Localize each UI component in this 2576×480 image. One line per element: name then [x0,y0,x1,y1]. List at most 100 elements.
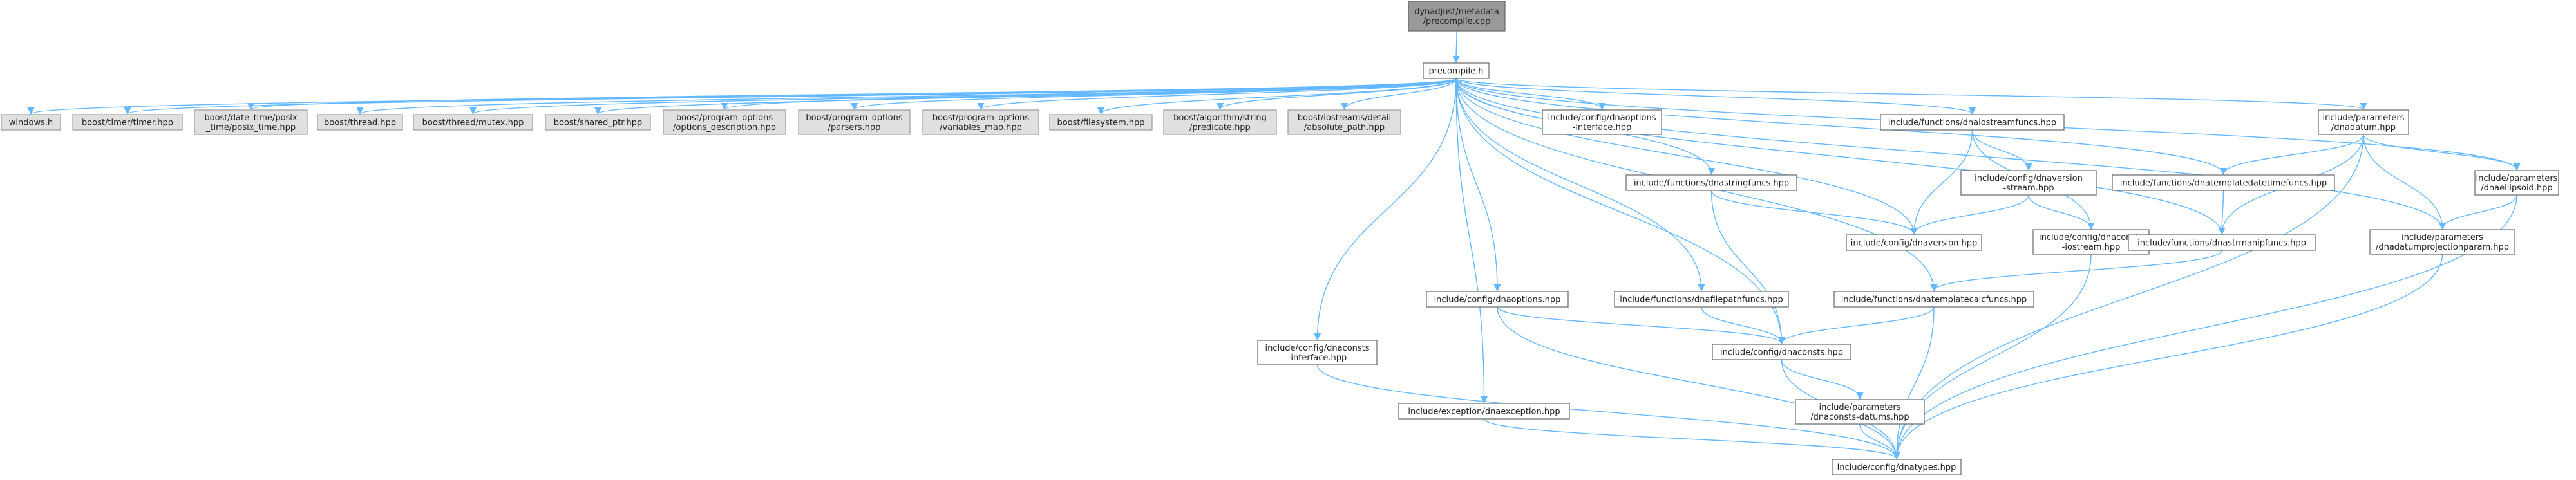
node-cdat[interactable]: include/parameters/dnaconsts-datums.hpp [1795,399,1925,425]
node-label-proj-1: /dnadatumprojectionparam.hpp [2376,243,2509,252]
node-ver[interactable]: include/config/dnaversion.hpp [1846,234,1982,251]
edge-pch-to-po_vm [977,78,1457,111]
node-label-po_vm-1: /variables_map.hpp [940,123,1022,133]
node-box-mutex[interactable] [413,114,533,131]
node-posix[interactable]: boost/date_time/posix_time/posix_time.hp… [194,109,308,135]
node-iostr[interactable]: include/functions/dnaiostreamfuncs.hpp [1880,114,2065,131]
node-po_desc[interactable]: boost/program_options/options_descriptio… [663,109,786,135]
edge-opts-to-types [1497,306,1900,460]
node-box-sptr[interactable] [545,114,651,131]
node-types[interactable]: include/config/dnatypes.hpp [1832,459,1962,475]
node-box-optif[interactable] [1542,109,1662,135]
edge-pch-to-po_pars [851,78,1457,111]
node-label-datum-0: include/parameters [2323,113,2405,123]
node-label-po_pars-1: /parsers.hpp [828,123,881,133]
node-proj[interactable]: include/parameters/dnadatumprojectionpar… [2369,229,2515,255]
node-box-iostr[interactable] [1880,114,2065,131]
edge-strman-to-tcalc [1930,250,2222,292]
node-po_pars[interactable]: boost/program_options/parsers.hpp [798,109,911,135]
node-box-root[interactable] [1408,1,1506,32]
edge-pch-to-proj [1455,78,2446,230]
node-fpath[interactable]: include/functions/dnafilepathfuncs.hpp [1614,291,1789,308]
edge-pch-to-iostr [1455,78,1976,115]
node-label-po_desc-0: boost/program_options [676,113,773,123]
node-box-strman[interactable] [2128,234,2316,251]
node-label-fs-0: boost/filesystem.hpp [1057,118,1144,128]
edge-pch-to-ios [1340,78,1457,111]
node-box-cdat[interactable] [1795,399,1925,425]
node-box-po_desc[interactable] [663,109,786,135]
node-box-fpath[interactable] [1614,291,1789,308]
node-box-types[interactable] [1832,459,1962,475]
edge-iostr-to-verstr [1971,129,2032,171]
node-label-consif-1: -interface.hpp [1288,353,1347,363]
node-timer[interactable]: boost/timer/timer.hpp [72,114,183,131]
node-label-timer-0: boost/timer/timer.hpp [82,118,173,128]
edge-pch-to-optif [1455,78,1606,111]
node-mutex[interactable]: boost/thread/mutex.hpp [413,114,533,131]
node-box-po_pars[interactable] [798,109,911,135]
node-label-optif-0: include/config/dnaoptions [1548,113,1656,123]
node-box-exc[interactable] [1398,403,1570,420]
node-box-consif[interactable] [1257,340,1378,365]
node-label-consios-1: -iostream.hpp [2062,243,2121,252]
node-box-win[interactable] [1,114,61,131]
node-fs[interactable]: boost/filesystem.hpp [1049,114,1153,131]
node-label-strman-0: include/functions/dnastrmanipfuncs.hpp [2137,239,2306,248]
node-alg[interactable]: boost/algorithm/string/predicate.hpp [1163,109,1277,135]
edge-pch-to-win [28,78,1457,115]
node-box-consts[interactable] [1712,344,1852,360]
edge-pch-to-exc [1455,78,1488,404]
node-consif[interactable]: include/config/dnaconsts-interface.hpp [1257,340,1378,365]
node-ios[interactable]: boost/iostreams/detail/absolute_path.hpp [1287,109,1401,135]
edge-pch-to-ver [1455,78,1918,235]
node-tcalc[interactable]: include/functions/dnatemplatecalcfuncs.h… [1833,291,2034,308]
node-label-opts-0: include/config/dnaoptions.hpp [1434,295,1561,305]
node-box-thread[interactable] [317,114,403,131]
edge-verstr-to-ver [1910,194,2029,235]
node-box-timer[interactable] [72,114,183,131]
node-box-opts[interactable] [1426,291,1569,308]
node-label-posix-0: boost/date_time/posix [204,113,298,123]
node-win[interactable]: windows.h [1,114,61,131]
node-box-proj[interactable] [2369,229,2515,255]
edge-tcalc-to-consts [1777,306,1935,345]
edge-pch-to-posix [247,78,1457,111]
edge-strf-to-ver [1710,190,1918,235]
node-pch[interactable]: precompile.h [1423,62,1490,79]
node-box-strf[interactable] [1625,174,1797,191]
node-box-po_vm[interactable] [922,109,1039,135]
node-box-datum[interactable] [2318,109,2409,135]
node-box-tdt[interactable] [2112,174,2335,191]
node-datum[interactable]: include/parameters/dnadatum.hpp [2318,109,2409,135]
node-po_vm[interactable]: boost/program_options/variables_map.hpp [922,109,1039,135]
edge-pch-to-fpath [1455,78,1705,292]
node-root[interactable]: dynadjust/metadata/precompile.cpp [1408,1,1506,32]
node-label-thread-0: boost/thread.hpp [324,118,396,128]
node-box-ellip[interactable] [2474,170,2559,196]
node-strf[interactable]: include/functions/dnastringfuncs.hpp [1625,174,1797,191]
node-optif[interactable]: include/config/dnaoptions-interface.hpp [1542,109,1662,135]
node-box-verstr[interactable] [1960,170,2097,196]
node-exc[interactable]: include/exception/dnaexception.hpp [1398,403,1570,420]
node-box-posix[interactable] [194,109,308,135]
node-verstr[interactable]: include/config/dnaversion-stream.hpp [1960,170,2097,196]
node-box-ios[interactable] [1287,109,1401,135]
node-box-tcalc[interactable] [1833,291,2034,308]
node-strman[interactable]: include/functions/dnastrmanipfuncs.hpp [2128,234,2316,251]
node-opts[interactable]: include/config/dnaoptions.hpp [1426,291,1569,308]
edge-tdt-to-strman [2218,190,2226,235]
node-sptr[interactable]: boost/shared_ptr.hpp [545,114,651,131]
edge-datum-to-ellip [2363,134,2521,171]
node-box-pch[interactable] [1423,62,1490,79]
node-thread[interactable]: boost/thread.hpp [317,114,403,131]
node-box-fs[interactable] [1049,114,1153,131]
node-tdt[interactable]: include/functions/dnatemplatedatetimefun… [2112,174,2335,191]
node-box-alg[interactable] [1163,109,1277,135]
node-ellip[interactable]: include/parameters/dnaellipsoid.hpp [2474,170,2559,196]
node-label-verstr-1: -stream.hpp [2003,183,2054,193]
node-consts[interactable]: include/config/dnaconsts.hpp [1712,344,1852,360]
edge-exc-to-types [1483,418,1900,460]
node-box-ver[interactable] [1846,234,1982,251]
